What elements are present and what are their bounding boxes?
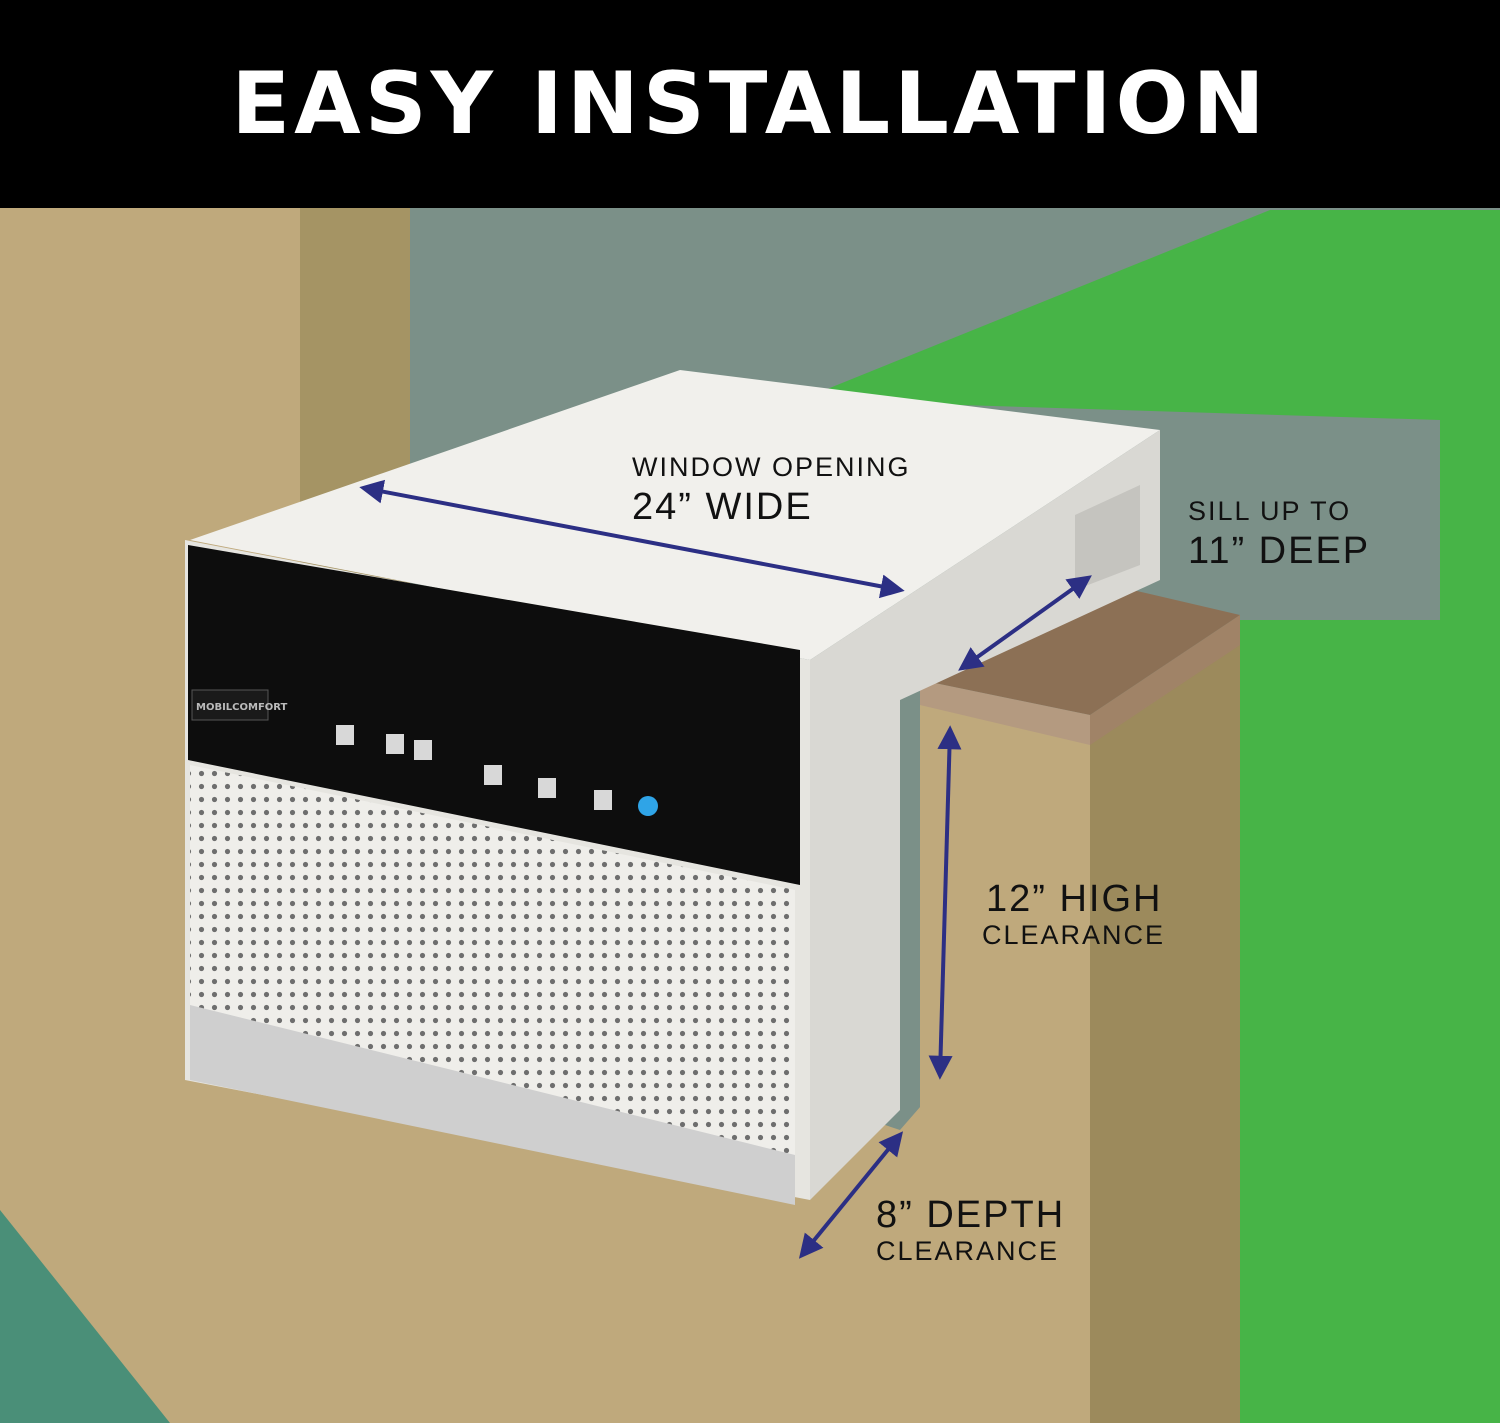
sill-label-line2: 11” DEEP [1188, 530, 1371, 572]
sill-depth-arrow [958, 575, 1092, 671]
outer-grass-strip [1240, 620, 1500, 1423]
unit-base [190, 1005, 795, 1205]
sill-label-line1: SILL UP TO [1188, 496, 1352, 526]
teal-corner [0, 1210, 170, 1423]
width-arrow [359, 479, 905, 599]
fan-button[interactable] [386, 734, 404, 754]
depth-label-line2: CLEARANCE [876, 1236, 1060, 1266]
depth-label-line1: 8” DEPTH [876, 1194, 1066, 1236]
height-arrow [928, 725, 962, 1080]
temp-up-button[interactable] [414, 740, 432, 760]
right-pillar [920, 700, 1090, 1423]
grass-area [800, 210, 1500, 1423]
sill-side [1090, 615, 1240, 745]
temp-down-button[interactable] [484, 765, 502, 785]
width-label-line2: 24” WIDE [632, 486, 813, 528]
installation-scene: MOBILCOMFORT [0, 208, 1500, 1423]
sill-front [920, 680, 1090, 745]
depth-arrow [798, 1131, 904, 1259]
height-label-line2: CLEARANCE [982, 920, 1166, 950]
power-button-icon[interactable] [638, 796, 658, 816]
unit-side [810, 430, 1160, 1200]
right-pillar-side [1090, 640, 1240, 1423]
height-label-line1: 12” HIGH [986, 878, 1163, 920]
brand-badge [191, 689, 269, 721]
sleep-button[interactable] [594, 790, 612, 810]
timer-button[interactable] [538, 778, 556, 798]
title-banner: EASY INSTALLATION [0, 0, 1500, 208]
width-label-line1: WINDOW OPENING [632, 452, 911, 482]
brand-logo: MOBILCOMFORT [196, 702, 288, 713]
side-vents [1075, 485, 1140, 590]
page-title: EASY INSTALLATION [231, 54, 1269, 154]
mode-button[interactable] [336, 725, 354, 745]
